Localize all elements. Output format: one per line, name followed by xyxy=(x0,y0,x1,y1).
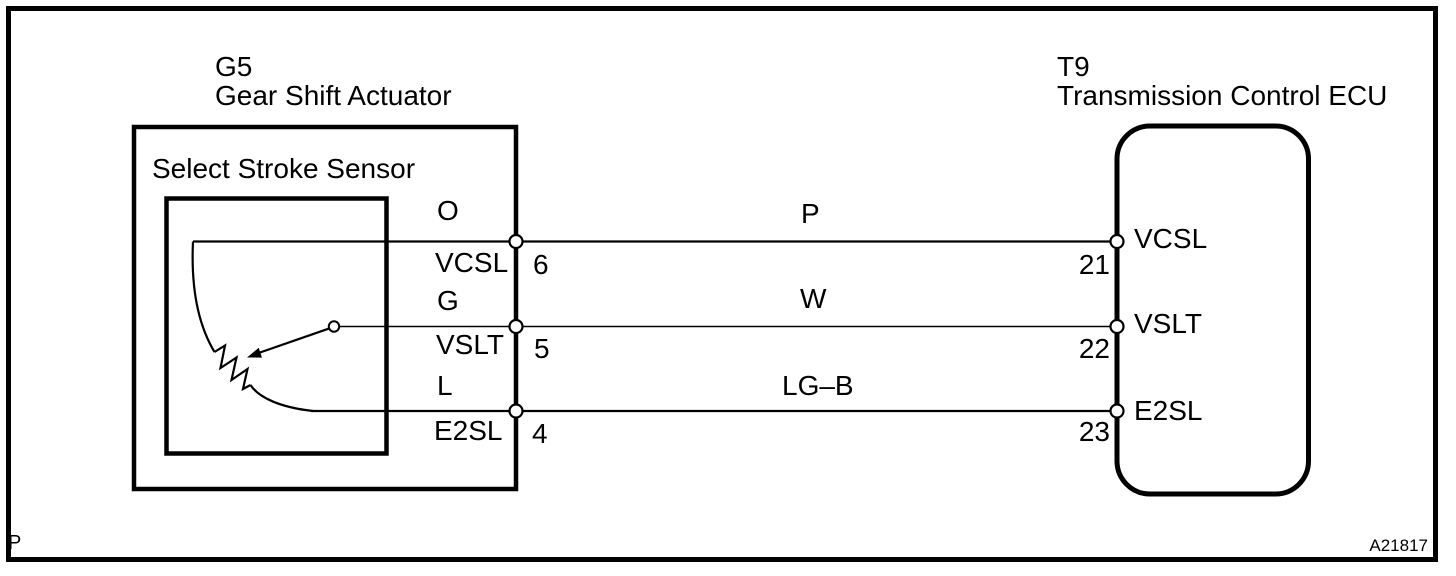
wire1-left-color-code: O xyxy=(437,195,459,226)
ecu-pin-21-circle xyxy=(1109,233,1125,250)
pot-wiper-arrowhead xyxy=(247,347,262,358)
pot-wiper-circle xyxy=(327,320,341,333)
wire1-left-terminal: VCSL xyxy=(435,247,509,278)
sensor-label: Select Stroke Sensor xyxy=(152,153,416,184)
ecu-box xyxy=(1114,123,1311,497)
wire3-left-color-code: L xyxy=(437,370,453,401)
wire3-right-terminal: E2SL xyxy=(1134,395,1203,426)
wire3-color-code: LG–B xyxy=(782,370,854,401)
wire1-color-code: P xyxy=(801,198,820,229)
wire3-left-pin: 4 xyxy=(532,418,548,449)
wire1-right-pin: 21 xyxy=(1078,249,1110,280)
wire2-left-pin: 5 xyxy=(534,333,550,364)
wire3-left-terminal: E2SL xyxy=(434,415,503,446)
actuator-pin-5-circle xyxy=(508,318,524,335)
pot-top-lead xyxy=(191,241,216,353)
wire2-color-code: W xyxy=(800,283,827,314)
actuator-pin-4-circle xyxy=(508,403,524,419)
pot-bottom-lead xyxy=(249,384,314,413)
actuator-box xyxy=(131,124,519,492)
ecu-pin-22-circle xyxy=(1109,318,1125,335)
actuator-pin-6-circle xyxy=(508,233,524,250)
wire2-right-pin: 22 xyxy=(1078,333,1110,364)
wire3-right-pin: 23 xyxy=(1078,416,1110,447)
right-component-code: T9 xyxy=(1057,51,1090,82)
ecu-pin-23-circle xyxy=(1109,403,1125,419)
outer-border xyxy=(6,6,1438,562)
figure-id: A21817 xyxy=(1369,536,1428,555)
wire1-right-terminal: VCSL xyxy=(1134,223,1208,254)
pot-wiper-arrow-line xyxy=(259,327,330,354)
pot-resistor-zigzag xyxy=(213,343,252,392)
footer-page-mark: P xyxy=(8,532,22,554)
wire2-left-color-code: G xyxy=(437,285,459,316)
right-component-name: Transmission Control ECU xyxy=(1057,80,1388,111)
wire1-left-pin: 6 xyxy=(533,249,549,280)
wire2-left-terminal: VSLT xyxy=(436,329,504,360)
left-component-name: Gear Shift Actuator xyxy=(215,80,452,111)
wire2-right-terminal: VSLT xyxy=(1134,308,1202,339)
left-component-code: G5 xyxy=(215,51,253,82)
